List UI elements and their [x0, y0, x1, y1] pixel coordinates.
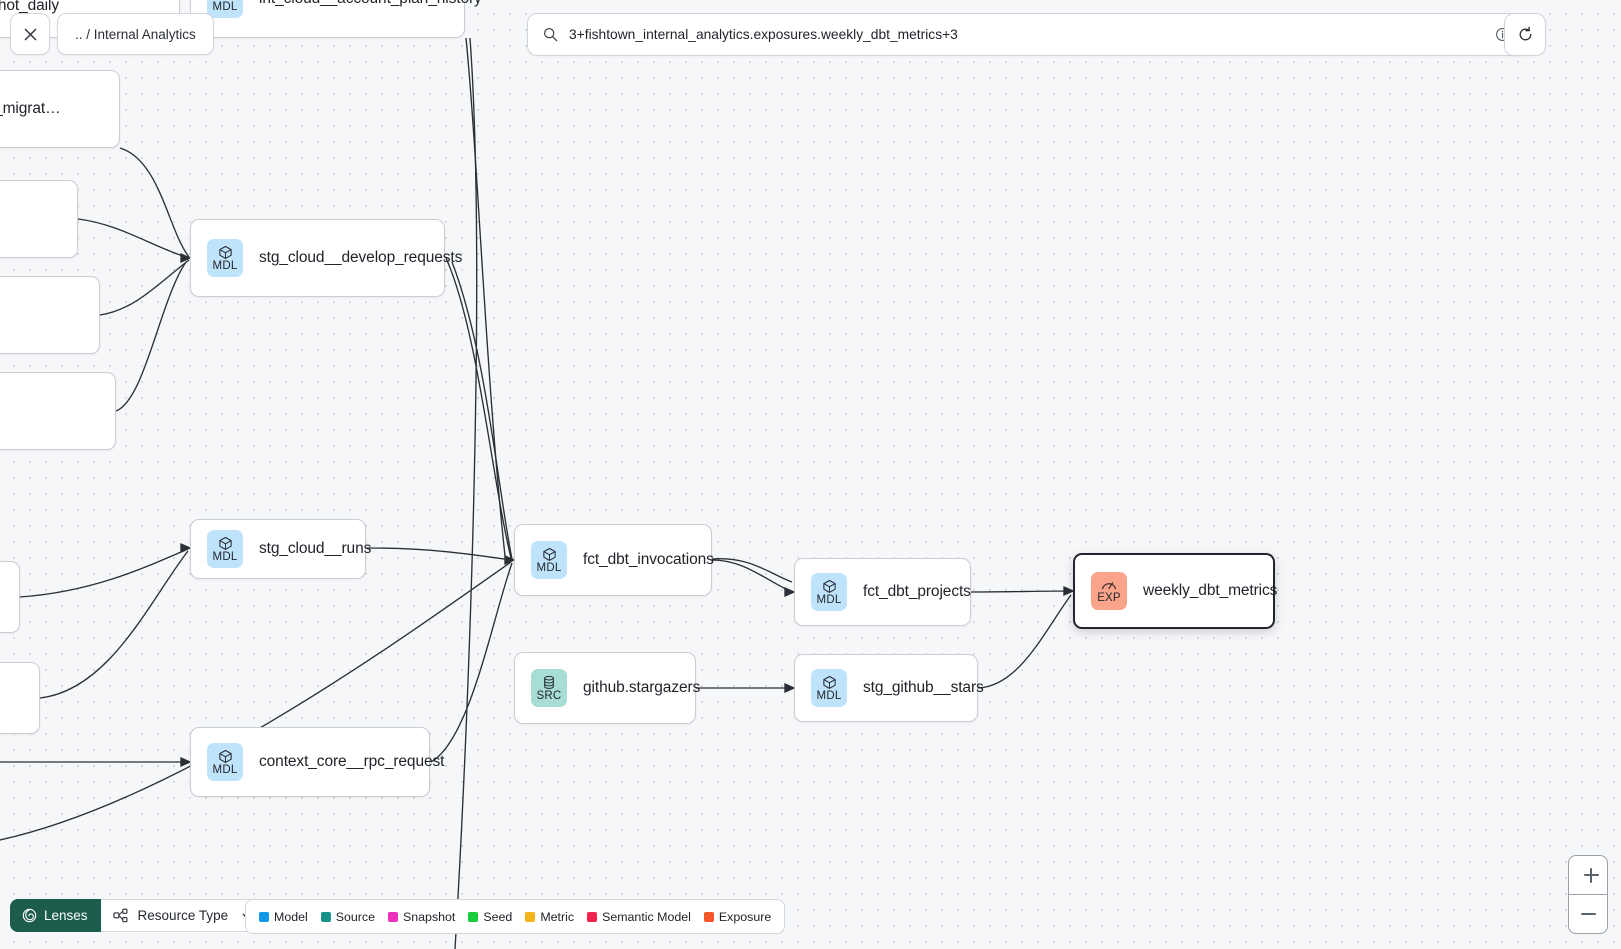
- breadcrumb-label: .. / Internal Analytics: [75, 26, 196, 42]
- zoom-in-button[interactable]: [1569, 856, 1607, 894]
- search-icon: [543, 27, 558, 42]
- zoom-controls: [1568, 855, 1608, 934]
- node-label: multicell_migrat…: [0, 100, 61, 117]
- legend-item[interactable]: Source: [320, 909, 376, 924]
- node-type-label: SRC: [536, 689, 562, 702]
- resource-type-label: Resource Type: [137, 908, 229, 923]
- cube-icon: MDL: [811, 669, 847, 707]
- cube-icon: MDL: [811, 573, 847, 611]
- close-icon: [24, 28, 36, 40]
- legend-swatch: [468, 911, 479, 922]
- legend-label: Source: [335, 909, 376, 924]
- node-label: int_cloud__account_plan_history: [259, 0, 482, 8]
- node-label: fct_dbt_invocations: [583, 551, 714, 568]
- resource-type-legend: Model Source Snapshot Seed Metric Semantic Mo…: [245, 899, 786, 934]
- legend-swatch: [259, 911, 269, 922]
- cube-icon: MDL: [207, 743, 243, 781]
- graph-node[interactable]: MDL context_core__rpc_request: [190, 727, 444, 797]
- node-label: snapshot_daily: [0, 0, 60, 14]
- node-type-label: EXP: [1097, 592, 1121, 604]
- lenses-button[interactable]: Lenses: [10, 899, 101, 932]
- legend-swatch: [320, 911, 331, 922]
- graph-node[interactable]: MDL stg_cloud__develop_requests: [190, 219, 462, 297]
- node-type-label: MDL: [212, 763, 238, 776]
- node-type-label: MDL: [212, 550, 238, 563]
- graph-node[interactable]: MDL stg_cloud__runs: [190, 519, 371, 579]
- legend-item[interactable]: Model: [259, 910, 308, 924]
- database-icon: SRC: [531, 669, 567, 707]
- legend-item[interactable]: Seed: [468, 910, 512, 924]
- node-label: fct_dbt_projects: [863, 583, 971, 600]
- graph-node[interactable]: MDL…develop_request: [0, 372, 116, 450]
- node-graph-icon: [112, 908, 128, 923]
- resource-type-filter[interactable]: Resource Type: [100, 899, 267, 932]
- node-label: context_core__rpc_request: [259, 753, 445, 770]
- bottom-toolbar: Lenses Resource Type: [10, 899, 267, 932]
- node-type-label: MDL: [816, 593, 842, 606]
- legend-item[interactable]: Semantic Model: [587, 910, 691, 924]
- lenses-label: Lenses: [44, 908, 88, 923]
- graph-node[interactable]: MDL int_cloud__account_plan_history: [190, 0, 482, 38]
- refresh-icon: [1519, 26, 1531, 41]
- graph-node[interactable]: MDL….run: [0, 662, 40, 734]
- legend-item[interactable]: Snapshot: [388, 910, 455, 924]
- cube-icon: MDL: [531, 541, 567, 579]
- legend-item[interactable]: Exposure: [703, 909, 772, 924]
- legend-label: Exposure: [718, 909, 772, 924]
- legend-label: Snapshot: [403, 909, 456, 924]
- legend-swatch: [587, 911, 598, 922]
- zoom-out-button[interactable]: [1569, 894, 1607, 933]
- node-label: stg_cloud__develop_requests: [259, 249, 463, 266]
- refresh-button[interactable]: [1504, 13, 1546, 56]
- node-label: weekly_dbt_metrics: [1143, 582, 1278, 599]
- cube-icon: MDL: [207, 530, 243, 568]
- graph-node[interactable]: MDL…p_request: [0, 180, 78, 258]
- breadcrumb[interactable]: .. / Internal Analytics: [57, 13, 214, 55]
- node-label: stg_github__stars: [863, 679, 984, 696]
- legend-swatch: [703, 911, 714, 922]
- legend-label: Semantic Model: [602, 909, 691, 924]
- graph-node[interactable]: EXP weekly_dbt_metrics: [1073, 553, 1278, 629]
- lineage-search-bar[interactable]: 3+fishtown_internal_analytics.exposures.…: [527, 13, 1525, 56]
- search-input[interactable]: 3+fishtown_internal_analytics.exposures.…: [569, 27, 958, 42]
- cube-icon: MDL: [207, 239, 243, 277]
- node-type-label: MDL: [816, 689, 842, 702]
- node-type-label: MDL: [212, 259, 238, 272]
- gauge-icon: EXP: [1091, 572, 1127, 610]
- lens-swirl-icon: [22, 908, 37, 923]
- legend-item[interactable]: Metric: [525, 910, 574, 924]
- legend-label: Metric: [540, 909, 575, 924]
- graph-node[interactable]: MDL fct_dbt_projects: [794, 558, 971, 626]
- node-type-label: MDL: [212, 0, 238, 13]
- legend-swatch: [388, 911, 399, 922]
- graph-node[interactable]: SRC github.stargazers: [514, 652, 700, 724]
- node-label: stg_cloud__runs: [259, 540, 372, 557]
- legend-label: Seed: [483, 909, 513, 924]
- legend-label: Model: [274, 909, 308, 924]
- node-type-label: MDL: [536, 561, 562, 574]
- close-button[interactable]: [10, 13, 50, 55]
- graph-node[interactable]: MDL fct_dbt_invocations: [514, 524, 714, 596]
- node-label: github.stargazers: [583, 679, 701, 696]
- cube-icon: MDL: [207, 0, 243, 18]
- graph-node[interactable]: MDL stg_github__stars: [794, 654, 984, 722]
- graph-node[interactable]: MDLmulticell_migrat…: [0, 70, 120, 148]
- legend-swatch: [525, 911, 536, 922]
- graph-node[interactable]: MDL…velop_request: [0, 276, 100, 354]
- graph-node[interactable]: MDL…n: [0, 561, 20, 633]
